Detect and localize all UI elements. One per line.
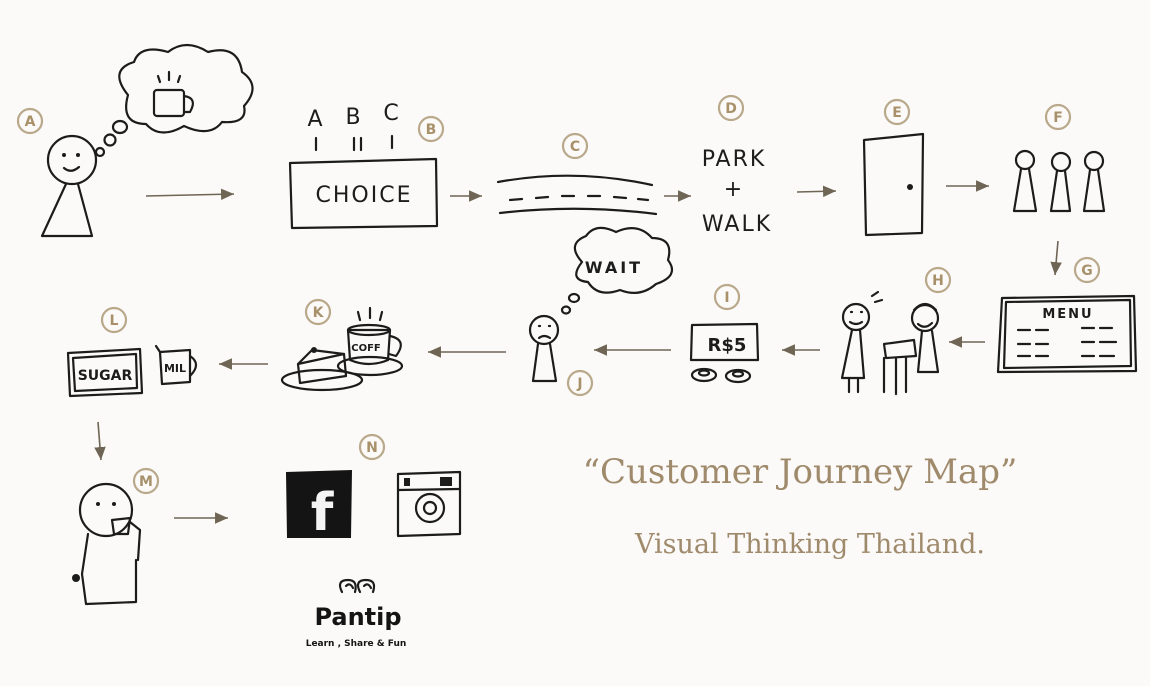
step-n: N f (286, 433, 462, 543)
step-a: A (16, 43, 254, 238)
price-label: R$5 (708, 335, 747, 356)
option-a-label: A (307, 107, 324, 132)
thought-bubble-icon (118, 43, 254, 134)
badge-l: L (100, 306, 128, 334)
facebook-letter: f (311, 483, 335, 543)
svg-text:J: J (576, 376, 582, 392)
badge-g: G (1073, 256, 1101, 284)
choice-box: CHOICE (288, 157, 439, 230)
badge-i: I (713, 283, 741, 311)
step-g: G MENU (996, 256, 1138, 374)
badge-e: E (883, 98, 911, 126)
step-i: I R$5 (689, 283, 760, 384)
coffee-label: COFF (351, 343, 381, 354)
arrow-d-e (796, 185, 837, 198)
step-j: WAIT J (528, 226, 674, 397)
option-c-label: C (383, 101, 400, 126)
sugar-label: SUGAR (78, 368, 133, 384)
facebook-icon: f (286, 470, 352, 543)
badge-n: N (358, 433, 386, 461)
step-h: H (840, 266, 952, 396)
wait-label: WAIT (585, 258, 643, 277)
coffee-cup-large-icon: COFF (336, 306, 404, 377)
thinking-person-icon (40, 119, 129, 238)
arrow-a-b (145, 188, 235, 201)
svg-text:I: I (724, 290, 729, 306)
svg-text:C: C (570, 139, 580, 155)
step-f: F (1012, 103, 1106, 213)
badge-k: K (304, 298, 332, 326)
svg-text:K: K (313, 305, 325, 321)
svg-text:G: G (1081, 263, 1093, 279)
choice-label: CHOICE (316, 183, 413, 208)
park-label: PARK (702, 147, 767, 172)
step-b: A B C B CHOICE (288, 101, 445, 230)
menu-label: MENU (1042, 307, 1093, 322)
drinking-person-icon (72, 482, 142, 606)
step-m: M (72, 467, 160, 606)
svg-text:N: N (366, 440, 378, 456)
badge-d: D (717, 94, 745, 122)
badge-j: J (566, 369, 594, 397)
walk-label: WALK (702, 212, 772, 237)
road-icon (496, 174, 658, 216)
pantip-tagline: Learn , Share & Fun (306, 639, 407, 649)
price-sign: R$5 (689, 322, 760, 362)
badge-c: C (561, 132, 589, 160)
map-subtitle: Visual Thinking Thailand. (634, 529, 985, 560)
plus-label: + (724, 177, 744, 202)
svg-text:M: M (139, 474, 153, 490)
door-icon (862, 132, 925, 237)
arrow-f-g (1050, 240, 1062, 276)
step-k: K COFF (280, 298, 404, 392)
badge-f: F (1044, 103, 1072, 131)
people-icon (1012, 149, 1106, 213)
svg-text:B: B (426, 122, 437, 138)
coffee-cup-icon (152, 70, 194, 118)
waiting-person-icon (528, 314, 560, 383)
arrow-l-m (94, 421, 106, 461)
option-b-label: B (345, 105, 362, 130)
badge-h: H (924, 266, 952, 294)
svg-text:A: A (25, 114, 36, 130)
sugar-box-icon: SUGAR (66, 347, 144, 398)
svg-text:H: H (932, 273, 944, 289)
instagram-icon (396, 470, 462, 538)
pantip-logo-icon: Pantip Learn , Share & Fun (306, 578, 407, 649)
svg-text:E: E (892, 105, 902, 121)
svg-text:F: F (1053, 110, 1063, 126)
badge-m: M (132, 467, 160, 495)
menu-board-icon: MENU (996, 294, 1138, 374)
badge-a: A (16, 107, 44, 135)
thought-bubble-wait: WAIT (560, 226, 674, 315)
customer-figure (840, 290, 884, 394)
cake-icon (280, 347, 364, 392)
milk-jug-icon: MIL (154, 344, 198, 386)
svg-text:L: L (110, 313, 119, 329)
step-e: E (862, 98, 925, 237)
map-title: “Customer Journey Map” (583, 452, 1018, 492)
svg-text:D: D (725, 101, 737, 117)
badge-b: B (417, 115, 445, 143)
pantip-name: Pantip (314, 603, 401, 631)
step-d: D PARK + WALK (702, 94, 772, 237)
cashier-icon (882, 302, 940, 396)
milk-label: MIL (164, 362, 186, 375)
coins-icon (690, 367, 752, 384)
step-c: C (496, 132, 658, 216)
step-l: L SUGAR MIL (66, 306, 198, 398)
